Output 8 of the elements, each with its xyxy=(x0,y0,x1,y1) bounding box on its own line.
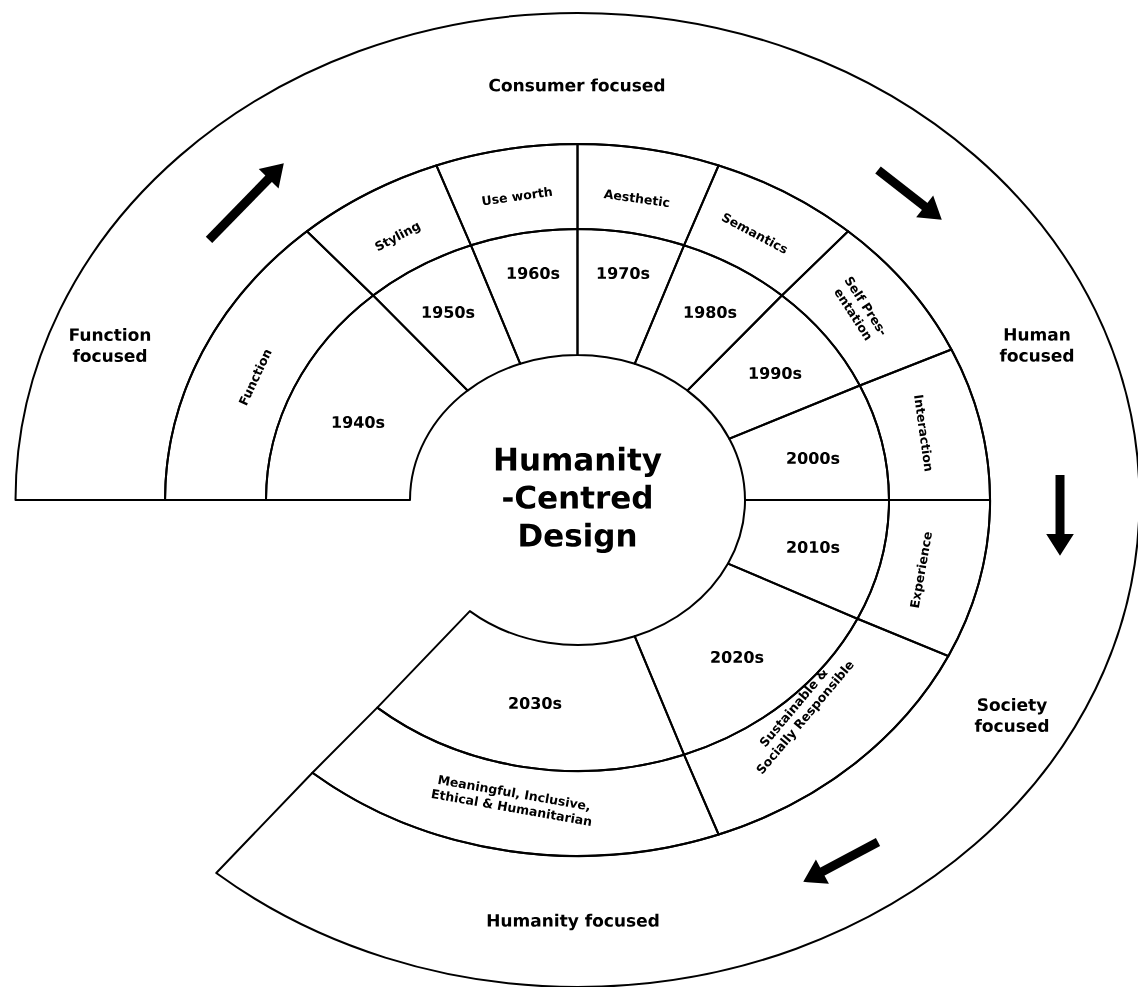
theme-sector: Aesthetic xyxy=(576,143,720,247)
theme-sector: Interaction xyxy=(858,348,991,501)
decade-sector: 2000s xyxy=(728,384,890,501)
decade-sector: 1970s xyxy=(576,227,685,365)
theme-sector: Use worth xyxy=(435,143,579,247)
decade-sector: 2010s xyxy=(727,499,891,620)
decade-sector: 2030s xyxy=(376,610,686,772)
center-title: Humanity -Centred Design xyxy=(495,446,662,554)
